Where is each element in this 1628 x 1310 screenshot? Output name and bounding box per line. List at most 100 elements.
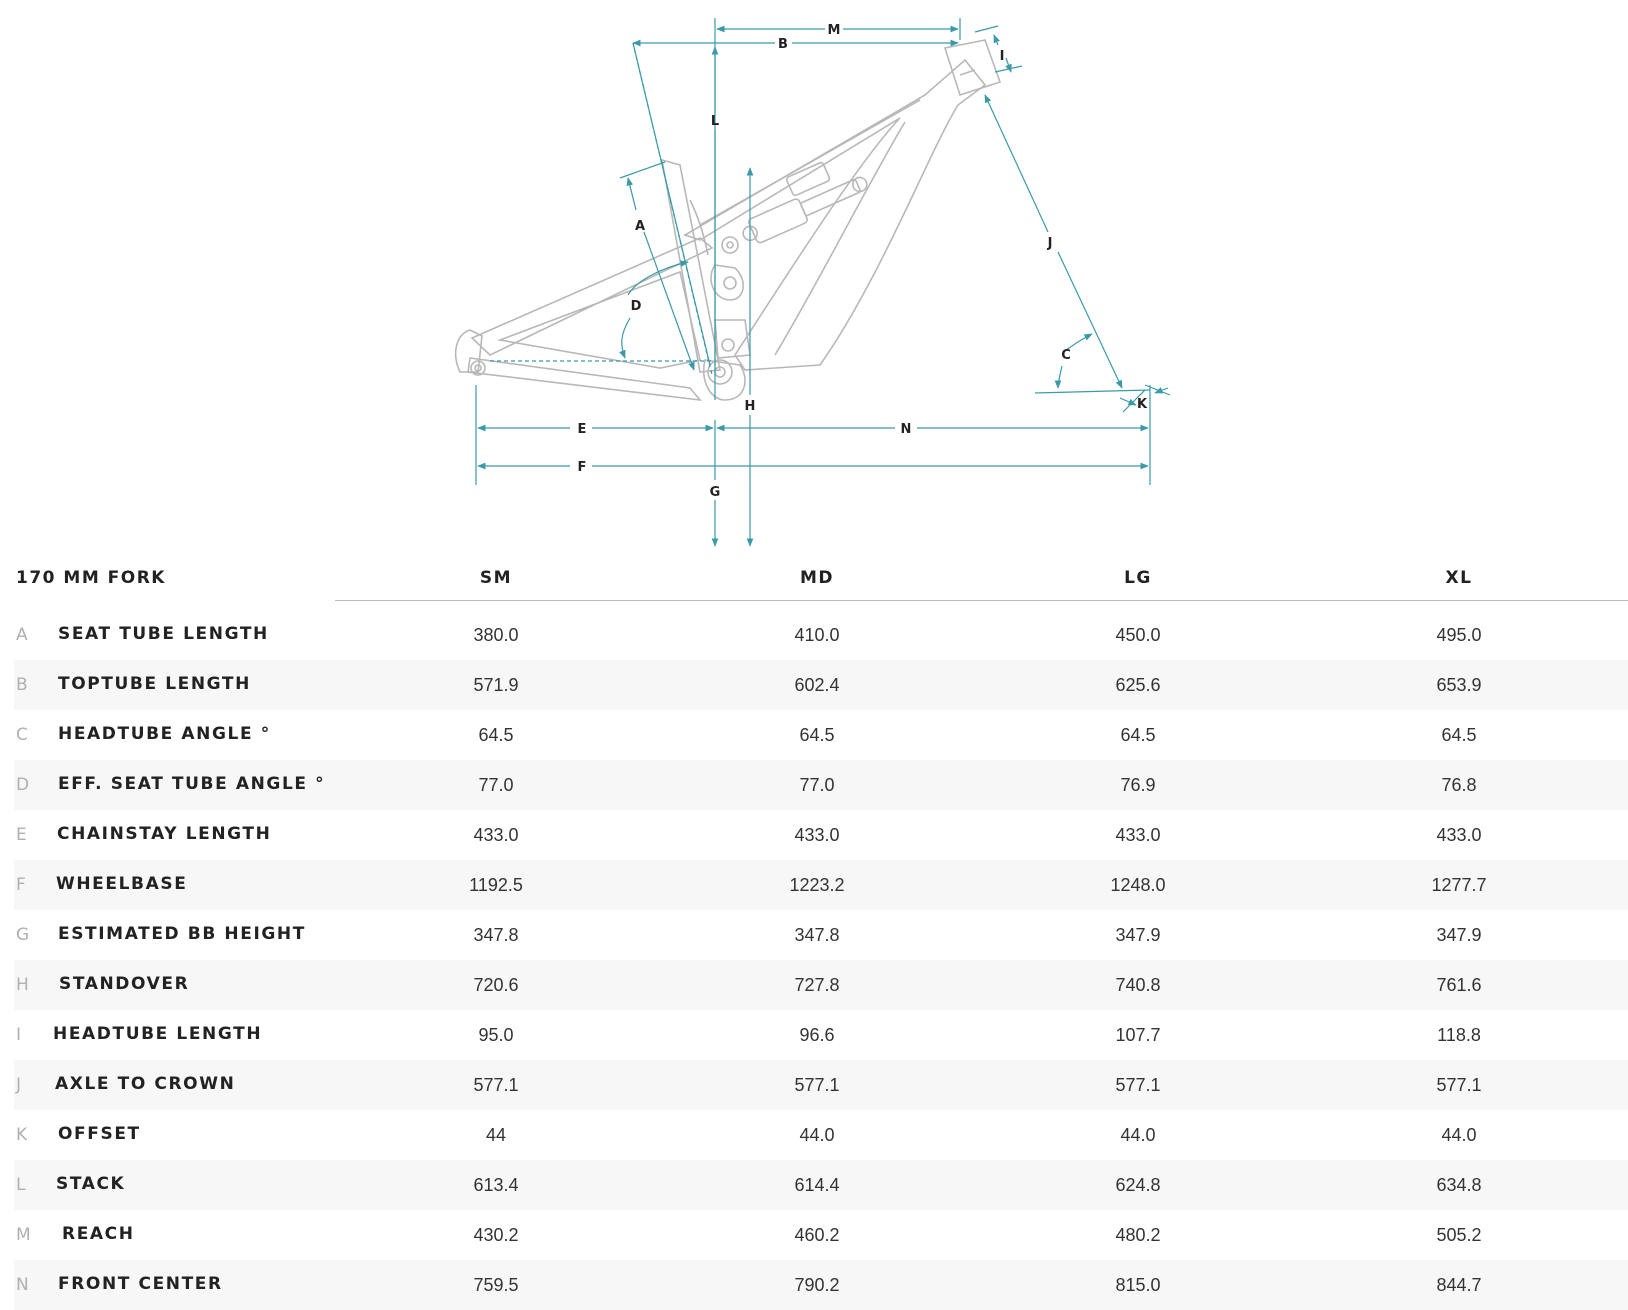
dimension-labels: M B L A D H E N F G I J C K — [578, 23, 1148, 500]
row-value-lg: 577.1 — [1115, 1075, 1161, 1095]
row-letter: J — [16, 1075, 22, 1095]
row-label: TOPTUBE LENGTH — [58, 674, 251, 694]
row-value-lg: 740.8 — [1115, 975, 1161, 995]
row-value-sm: 1192.5 — [469, 875, 523, 895]
size-header-lg: LG — [1124, 568, 1152, 588]
row-label: CHAINSTAY LENGTH — [57, 824, 272, 844]
row-value-sm: 380.0 — [473, 625, 519, 645]
row-value-md: 460.2 — [794, 1225, 840, 1245]
dimension-lines — [475, 18, 1171, 547]
table-row: J AXLE TO CROWN 577.1 577.1 577.1 577.1 — [14, 1060, 1628, 1110]
label-b: B — [778, 37, 788, 52]
row-letter: K — [16, 1125, 28, 1145]
row-value-sm: 347.8 — [473, 925, 519, 945]
row-letter: B — [16, 675, 28, 695]
row-label: REACH — [62, 1224, 135, 1244]
row-label: HEADTUBE LENGTH — [53, 1024, 263, 1044]
label-j: J — [1047, 236, 1053, 251]
row-value-md: 433.0 — [794, 825, 840, 845]
table-header: 170 MM FORK SM MD LG XL — [14, 560, 1628, 602]
row-letter: I — [16, 1025, 22, 1045]
label-i: I — [1000, 49, 1005, 64]
row-value-xl: 844.7 — [1436, 1275, 1482, 1295]
size-header-md: MD — [799, 568, 835, 588]
row-value-md: 410.0 — [794, 625, 840, 645]
row-value-md: 347.8 — [794, 925, 840, 945]
label-f: F — [578, 460, 587, 475]
label-d: D — [631, 299, 642, 314]
row-letter: N — [16, 1275, 29, 1295]
row-letter: F — [16, 875, 26, 895]
row-value-sm: 759.5 — [473, 1275, 519, 1295]
row-value-lg: 107.7 — [1115, 1025, 1161, 1045]
row-label: ESTIMATED BB HEIGHT — [58, 924, 306, 944]
row-letter: G — [16, 925, 30, 945]
row-letter: A — [16, 625, 28, 645]
row-label: OFFSET — [58, 1124, 141, 1144]
row-label: EFF. SEAT TUBE ANGLE ° — [58, 774, 326, 794]
row-value-md: 614.4 — [794, 1175, 840, 1195]
row-letter: H — [16, 975, 29, 995]
row-value-sm: 571.9 — [473, 675, 519, 695]
row-value-lg: 450.0 — [1115, 625, 1161, 645]
row-value-sm: 720.6 — [473, 975, 519, 995]
row-value-xl: 76.8 — [1441, 775, 1477, 795]
row-value-md: 1223.2 — [789, 875, 845, 895]
row-value-sm: 577.1 — [473, 1075, 519, 1095]
row-label: FRONT CENTER — [58, 1274, 223, 1294]
fork-label: 170 MM FORK — [16, 568, 166, 588]
row-value-sm: 433.0 — [473, 825, 519, 845]
row-value-sm: 44 — [485, 1125, 507, 1145]
row-value-xl: 44.0 — [1441, 1125, 1477, 1145]
row-value-xl: 1277.7 — [1431, 875, 1487, 895]
header-divider — [335, 600, 1628, 601]
row-value-sm: 77.0 — [478, 775, 514, 795]
row-letter: M — [16, 1225, 31, 1245]
row-letter: D — [16, 775, 30, 795]
label-a: A — [635, 219, 645, 234]
row-value-lg: 433.0 — [1115, 825, 1161, 845]
table-row: N FRONT CENTER 759.5 790.2 815.0 844.7 — [14, 1260, 1628, 1310]
row-letter: L — [16, 1175, 26, 1195]
size-header-xl: XL — [1445, 568, 1473, 588]
row-value-lg: 815.0 — [1115, 1275, 1161, 1295]
label-h: H — [745, 399, 756, 414]
row-value-xl: 495.0 — [1436, 625, 1482, 645]
row-value-md: 77.0 — [799, 775, 835, 795]
row-value-xl: 118.8 — [1437, 1025, 1481, 1045]
row-value-xl: 653.9 — [1436, 675, 1482, 695]
row-value-md: 602.4 — [794, 675, 840, 695]
row-letter: C — [16, 725, 28, 745]
geometry-diagram: M B L A D H E N F G I J C K — [454, 18, 1171, 547]
size-header-sm: SM — [479, 568, 513, 588]
label-n: N — [901, 422, 912, 437]
row-value-lg: 44.0 — [1120, 1125, 1156, 1145]
row-value-lg: 624.8 — [1115, 1175, 1161, 1195]
row-value-xl: 347.9 — [1436, 925, 1482, 945]
row-letter: E — [16, 825, 27, 845]
row-value-sm: 95.0 — [478, 1025, 514, 1045]
row-label: AXLE TO CROWN — [55, 1074, 236, 1094]
row-value-md: 577.1 — [794, 1075, 840, 1095]
row-value-xl: 634.8 — [1436, 1175, 1482, 1195]
row-label: STANDOVER — [59, 974, 190, 994]
row-value-xl: 577.1 — [1436, 1075, 1482, 1095]
label-c: C — [1061, 348, 1071, 363]
row-value-sm: 430.2 — [473, 1225, 519, 1245]
label-g: G — [710, 485, 721, 500]
row-value-lg: 480.2 — [1115, 1225, 1161, 1245]
label-m: M — [828, 23, 841, 38]
row-value-md: 790.2 — [794, 1275, 840, 1295]
row-value-sm: 613.4 — [473, 1175, 519, 1195]
